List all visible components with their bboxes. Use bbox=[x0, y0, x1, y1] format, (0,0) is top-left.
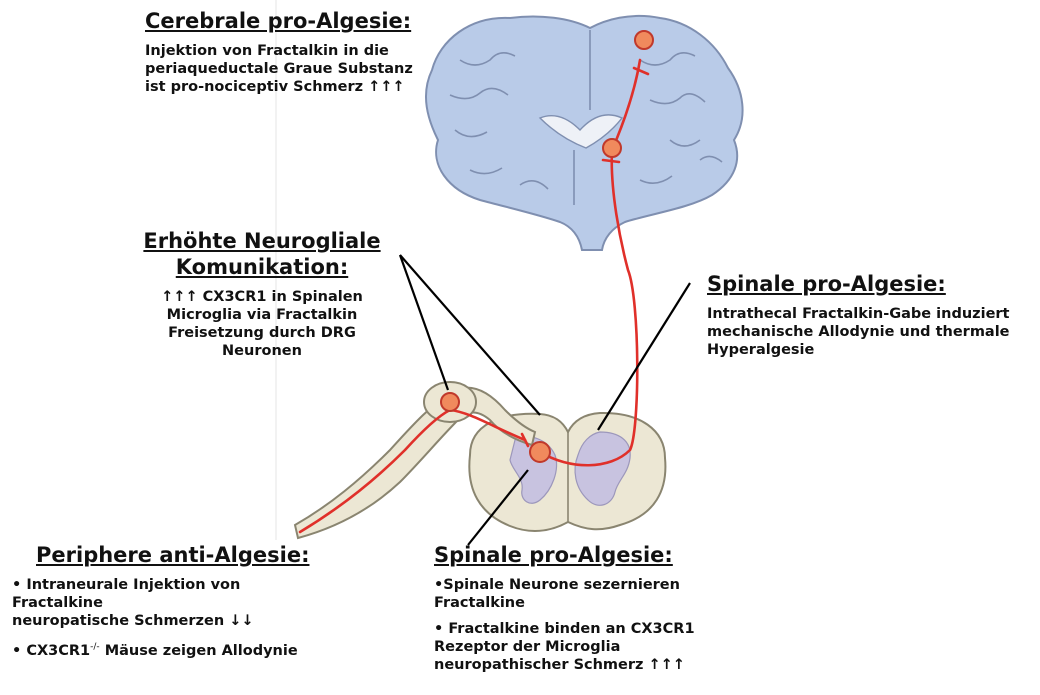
spinal-bottom-line: •Spinale Neurone sezernieren bbox=[434, 576, 754, 594]
neuroglial-title-1: Erhöhte Neurogliale bbox=[120, 228, 404, 254]
cerebral-line: Injektion von Fractalkin in die bbox=[145, 42, 445, 60]
spinal-right-text: Intrathecal Fractalkin-Gabe induziert me… bbox=[707, 305, 1037, 359]
cerebral-title: Cerebrale pro-Algesie: bbox=[145, 8, 445, 34]
neuroglial-line: ↑↑↑ CX3CR1 in Spinalen bbox=[120, 288, 404, 306]
peripheral-b2-sup: -/- bbox=[90, 642, 100, 652]
spinal-right-title: Spinale pro-Algesie: bbox=[707, 271, 1037, 297]
brain-section bbox=[426, 16, 743, 250]
neuroglial-line: Microglia via Fractalkin bbox=[120, 306, 404, 324]
neuron-brain-lower bbox=[603, 139, 621, 157]
peripheral-line: Fractalkine bbox=[12, 594, 342, 612]
neuroglial-title-2: Komunikation: bbox=[120, 254, 404, 280]
peripheral-line: neuropatische Schmerzen ↓↓ bbox=[12, 612, 342, 630]
neuroglial-line: Freisetzung durch DRG bbox=[120, 324, 404, 342]
callout-line-neuroglial-drg bbox=[400, 255, 448, 390]
spinal-bottom-line: Rezeptor der Microglia bbox=[434, 638, 754, 656]
spinal-bottom-bullet-1: •Spinale Neurone sezernieren Fractalkine bbox=[434, 576, 754, 612]
cerebral-line: periaqueductale Graue Substanz bbox=[145, 60, 445, 78]
neuron-spinal bbox=[530, 442, 550, 462]
spinal-bottom-bullet-2: • Fractalkine binden an CX3CR1 Rezeptor … bbox=[434, 620, 754, 674]
peripheral-bullet-2: • CX3CR1-/- Mäuse zeigen Allodynie bbox=[12, 638, 342, 660]
cerebral-line: ist pro-nociceptiv Schmerz ↑↑↑ bbox=[145, 78, 445, 96]
spinal-right-line: Intrathecal Fractalkin-Gabe induziert bbox=[707, 305, 1037, 323]
peripheral-line: • Intraneurale Injektion von bbox=[12, 576, 342, 594]
spinal-right-line: mechanische Allodynie und thermale bbox=[707, 323, 1037, 341]
peripheral-callout: Periphere anti-Algesie: • Intraneurale I… bbox=[12, 542, 342, 660]
spinal-right-line: Hyperalgesie bbox=[707, 341, 1037, 359]
neuron-brain-upper bbox=[635, 31, 653, 49]
spinal-bottom-line: Fractalkine bbox=[434, 594, 754, 612]
peripheral-bullet-1: • Intraneurale Injektion von Fractalkine… bbox=[12, 576, 342, 630]
neuroglial-callout: Erhöhte Neurogliale Komunikation: ↑↑↑ CX… bbox=[120, 228, 404, 360]
peripheral-b2-prefix: • CX3CR1 bbox=[12, 643, 90, 659]
peripheral-b2-suffix: Mäuse zeigen Allodynie bbox=[100, 643, 298, 659]
neuroglial-line: Neuronen bbox=[120, 342, 404, 360]
spinal-bottom-title: Spinale pro-Algesie: bbox=[434, 542, 754, 568]
cerebral-callout: Cerebrale pro-Algesie: Injektion von Fra… bbox=[145, 8, 445, 96]
spinal-cord-section bbox=[469, 413, 665, 531]
spinal-bottom-line: neuropathischer Schmerz ↑↑↑ bbox=[434, 656, 754, 674]
spinal-bottom-line: • Fractalkine binden an CX3CR1 bbox=[434, 620, 754, 638]
neuron-drg bbox=[441, 393, 459, 411]
spinal-right-callout: Spinale pro-Algesie: Intrathecal Fractal… bbox=[707, 271, 1037, 359]
callout-line-spinal-right bbox=[598, 283, 690, 430]
peripheral-title: Periphere anti-Algesie: bbox=[12, 542, 342, 568]
cerebral-text: Injektion von Fractalkin in die periaque… bbox=[145, 42, 445, 96]
spinal-bottom-callout: Spinale pro-Algesie: •Spinale Neurone se… bbox=[434, 542, 754, 674]
neuroglial-text: ↑↑↑ CX3CR1 in Spinalen Microglia via Fra… bbox=[120, 288, 404, 360]
